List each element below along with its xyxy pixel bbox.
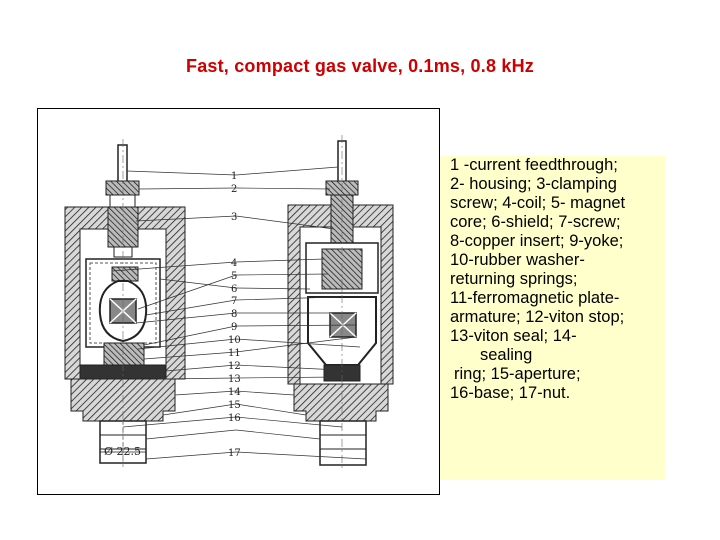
part-label-8: 8	[231, 309, 237, 320]
slide-title: Fast, compact gas valve, 0.1ms, 0.8 kHz	[186, 56, 534, 76]
caption-line: core; 6-shield; 7-screw;	[450, 213, 621, 231]
gas-valve-cross-section-drawing: Ø 22.5	[37, 108, 440, 495]
part-label-3: 3	[231, 212, 237, 223]
part-label-10: 10	[228, 335, 241, 346]
caption-line: returning springs;	[450, 270, 578, 288]
part-label-6: 6	[231, 284, 237, 295]
caption-line: screw; 4-coil; 5- magnet	[450, 194, 626, 212]
part-number-labels: 1 2 3 4 5 6 7 8 9 10 11 12 13 14 15 16 1…	[228, 171, 241, 459]
caption-line: sealing	[480, 346, 533, 364]
part-label-1: 1	[231, 171, 237, 182]
caption-line: 1 -current feedthrough;	[450, 156, 618, 174]
part-label-11: 11	[228, 348, 241, 359]
part-label-9: 9	[231, 322, 237, 333]
part-label-2: 2	[231, 184, 237, 195]
part-label-15: 15	[228, 400, 241, 411]
caption-line: 16-base; 17-nut.	[450, 384, 571, 402]
leader-lines	[111, 166, 367, 460]
part-label-13: 13	[228, 374, 241, 385]
caption-line: armature; 12-viton stop;	[450, 308, 625, 326]
caption-line: 8-copper insert; 9-yoke;	[450, 232, 624, 250]
parts-legend-caption: 1 -current feedthrough; 2- housing; 3-cl…	[440, 156, 665, 480]
part-label-14: 14	[228, 387, 241, 398]
part-label-12: 12	[228, 361, 241, 372]
part-label-7: 7	[231, 296, 237, 307]
part-label-5: 5	[231, 271, 237, 282]
part-label-16: 16	[228, 413, 241, 424]
part-label-4: 4	[231, 258, 237, 269]
caption-line: 2- housing; 3-clamping	[450, 175, 617, 193]
right-section-view	[287, 135, 394, 471]
caption-line: 13-viton seal; 14-	[450, 327, 577, 345]
part-label-17: 17	[228, 448, 241, 459]
valve-drawing-svg: Ø 22.5	[64, 135, 394, 471]
caption-line: ring; 15-aperture;	[454, 365, 581, 383]
caption-line: 11-ferromagnetic plate-	[450, 289, 620, 307]
caption-line: 10-rubber washer-	[450, 251, 585, 269]
diameter-dimension-label: Ø 22.5	[104, 445, 141, 458]
